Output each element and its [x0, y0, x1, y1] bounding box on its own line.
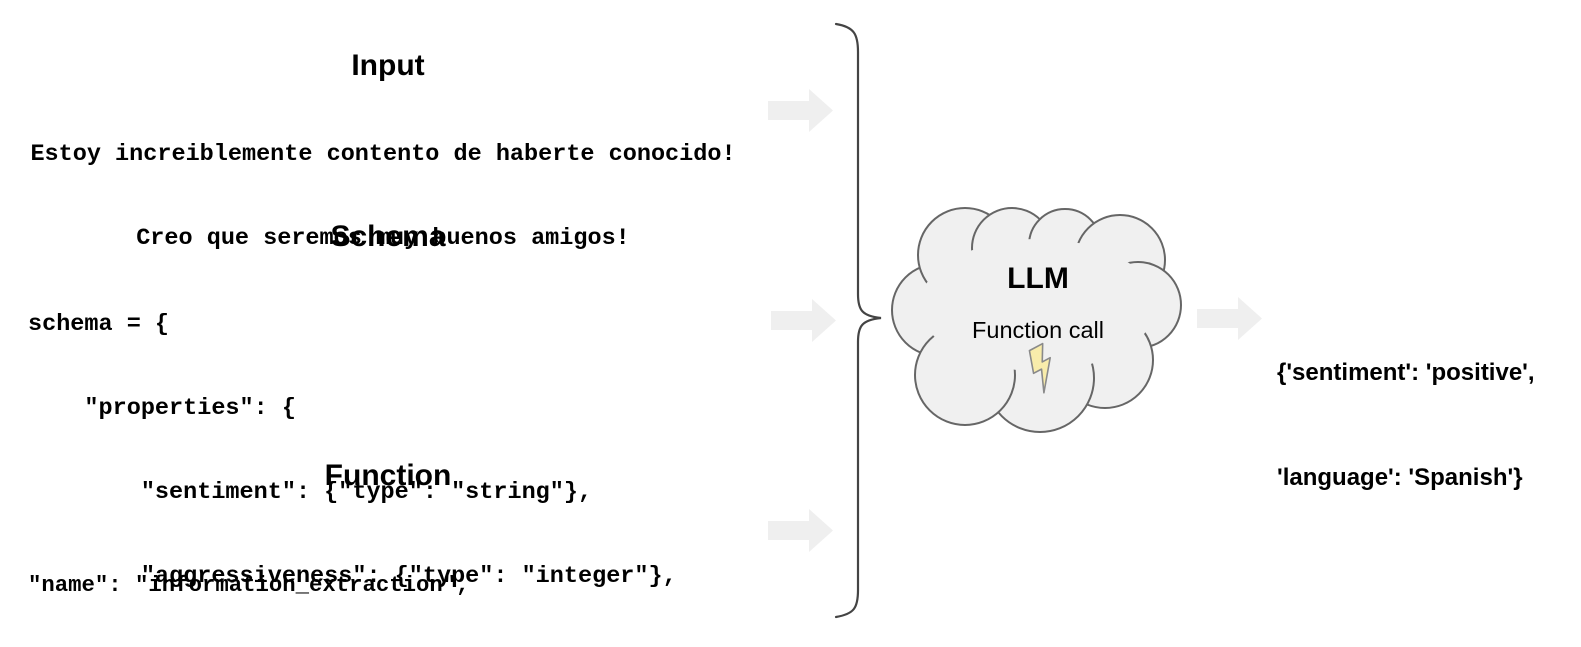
- input-line: Estoy increiblemente contento de haberte…: [30, 141, 736, 168]
- arrow-right-icon: [768, 89, 833, 132]
- llm-output-text: {'sentiment': 'positive', 'language': 'S…: [1277, 285, 1567, 565]
- input-line: Creo que seremos muy buenos amigos!: [136, 225, 630, 252]
- schema-code-line: "sentiment": {"type": "string"},: [28, 479, 593, 506]
- output-line: 'language': 'Spanish'}: [1277, 464, 1523, 491]
- lightning-bolt-icon: [1028, 342, 1051, 394]
- llm-label: LLM: [1007, 262, 1069, 295]
- arrow-right-icon: [768, 509, 833, 552]
- function-section-title: Function: [324, 459, 452, 492]
- schema-code-line: "aggressiveness": {"type": "integer"},: [28, 563, 677, 590]
- llm-cloud: [891, 207, 1182, 433]
- input-text-block: Estoy increiblemente contento de haberte…: [30, 85, 736, 309]
- schema-code-line: "properties": {: [28, 395, 296, 422]
- function-code-line: "name": "information_extraction",: [28, 572, 470, 598]
- grouping-brace: [834, 22, 882, 619]
- schema-section-title: Schema: [330, 220, 446, 253]
- input-section-title: Input: [351, 49, 425, 82]
- arrow-right-icon: [771, 299, 836, 342]
- llm-cloud-group: LLM Function call: [888, 205, 1188, 435]
- function-call-label: Function call: [972, 317, 1104, 343]
- schema-code-block: schema = { "properties": { "sentiment": …: [28, 255, 677, 647]
- output-line: {'sentiment': 'positive',: [1277, 359, 1535, 386]
- schema-code-line: schema = {: [28, 311, 170, 338]
- function-code-block: "name": "information_extraction", "descr…: [28, 489, 777, 647]
- arrow-right-icon: [1197, 297, 1262, 340]
